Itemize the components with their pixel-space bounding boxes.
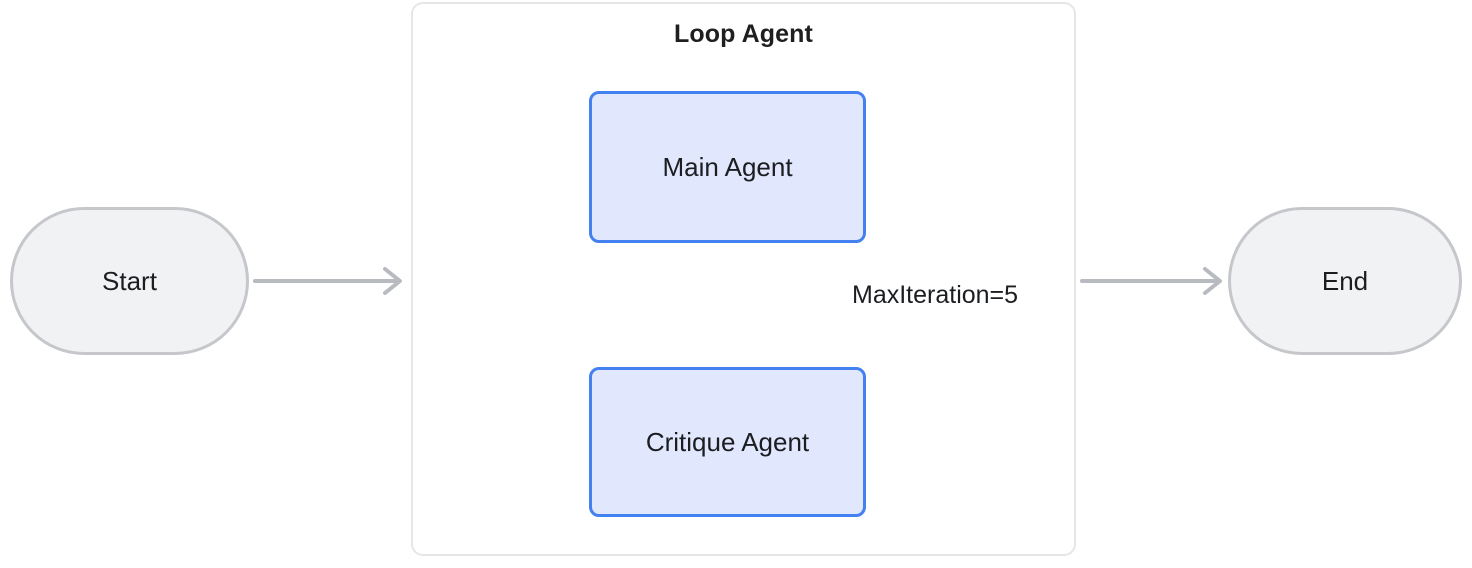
node-critique-agent-label: Critique Agent — [645, 426, 810, 457]
node-main-agent-label: Main Agent — [662, 151, 793, 182]
node-end-label: End — [1321, 265, 1369, 296]
node-critique-agent[interactable]: Critique Agent — [589, 367, 866, 517]
edge-start-to-loop — [253, 267, 402, 295]
node-start-label: Start — [102, 265, 157, 296]
edge-label-max-iteration: MaxIteration=5 — [849, 281, 1022, 310]
node-start[interactable]: Start — [10, 207, 249, 355]
node-main-agent[interactable]: Main Agent — [589, 91, 866, 243]
edge-loop-to-end — [1080, 267, 1222, 295]
node-end[interactable]: End — [1228, 207, 1462, 355]
loop-agent-group-title: Loop Agent — [674, 20, 813, 48]
